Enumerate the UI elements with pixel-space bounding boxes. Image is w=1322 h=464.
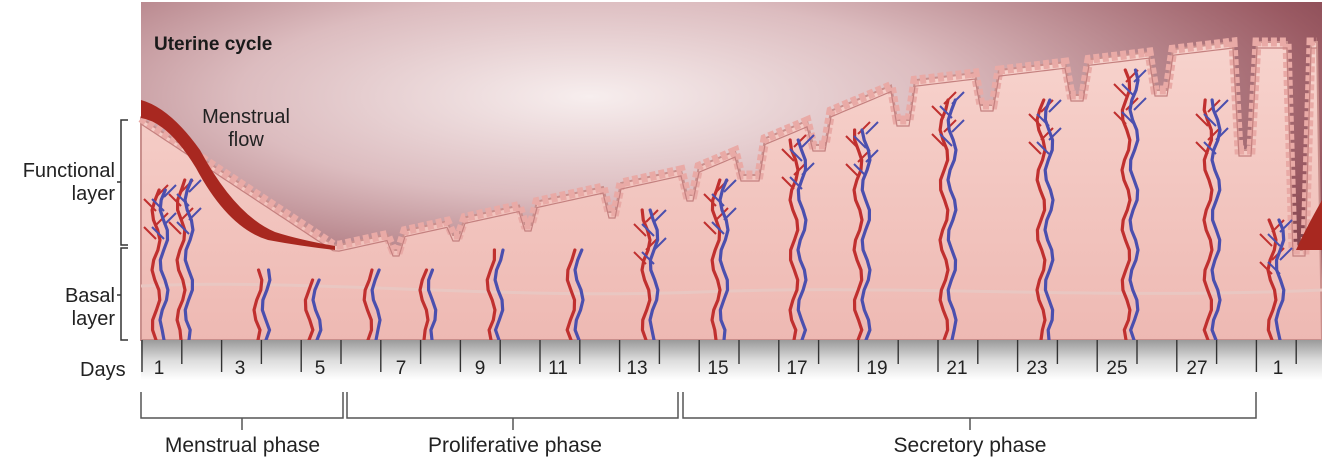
day-label: 27 — [1177, 358, 1217, 380]
secretory-phase-bracket — [683, 392, 1256, 430]
functional-layer-label: Functional layer — [0, 160, 115, 206]
day-label: 9 — [460, 358, 500, 380]
day-label: 13 — [617, 358, 657, 380]
functional-bracket — [121, 120, 128, 245]
day-label: 21 — [937, 358, 977, 380]
menstrual-phase-label: Menstrual phase — [130, 434, 355, 458]
basal-layer-label: Basal layer — [0, 285, 115, 331]
menstrual-flow-line-1: Menstrual — [186, 106, 306, 129]
days-label: Days — [80, 359, 126, 382]
basal-layer-line-2: layer — [0, 308, 115, 331]
day-label: 17 — [777, 358, 817, 380]
secretory-phase-label: Secretory phase — [850, 434, 1090, 458]
basal-bracket — [121, 248, 128, 340]
menstrual-phase-bracket — [141, 392, 343, 430]
menstrual-flow-line-2: flow — [186, 129, 306, 152]
proliferative-phase-label: Proliferative phase — [390, 434, 640, 458]
day-label: 15 — [698, 358, 738, 380]
basal-layer-line-1: Basal — [0, 285, 115, 308]
day-label: 11 — [538, 358, 578, 380]
day-label: 1 — [139, 358, 179, 380]
day-label: 25 — [1097, 358, 1137, 380]
functional-layer-line-2: layer — [0, 183, 115, 206]
functional-layer-line-1: Functional — [0, 160, 115, 183]
day-label: 5 — [300, 358, 340, 380]
day-label: 23 — [1017, 358, 1057, 380]
menstrual-flow-label: Menstrual flow — [186, 106, 306, 152]
day-label: 1 — [1258, 358, 1298, 380]
day-label: 3 — [220, 358, 260, 380]
proliferative-phase-bracket — [347, 392, 678, 430]
day-label: 19 — [857, 358, 897, 380]
day-label: 7 — [381, 358, 421, 380]
diagram-title: Uterine cycle — [154, 34, 272, 56]
